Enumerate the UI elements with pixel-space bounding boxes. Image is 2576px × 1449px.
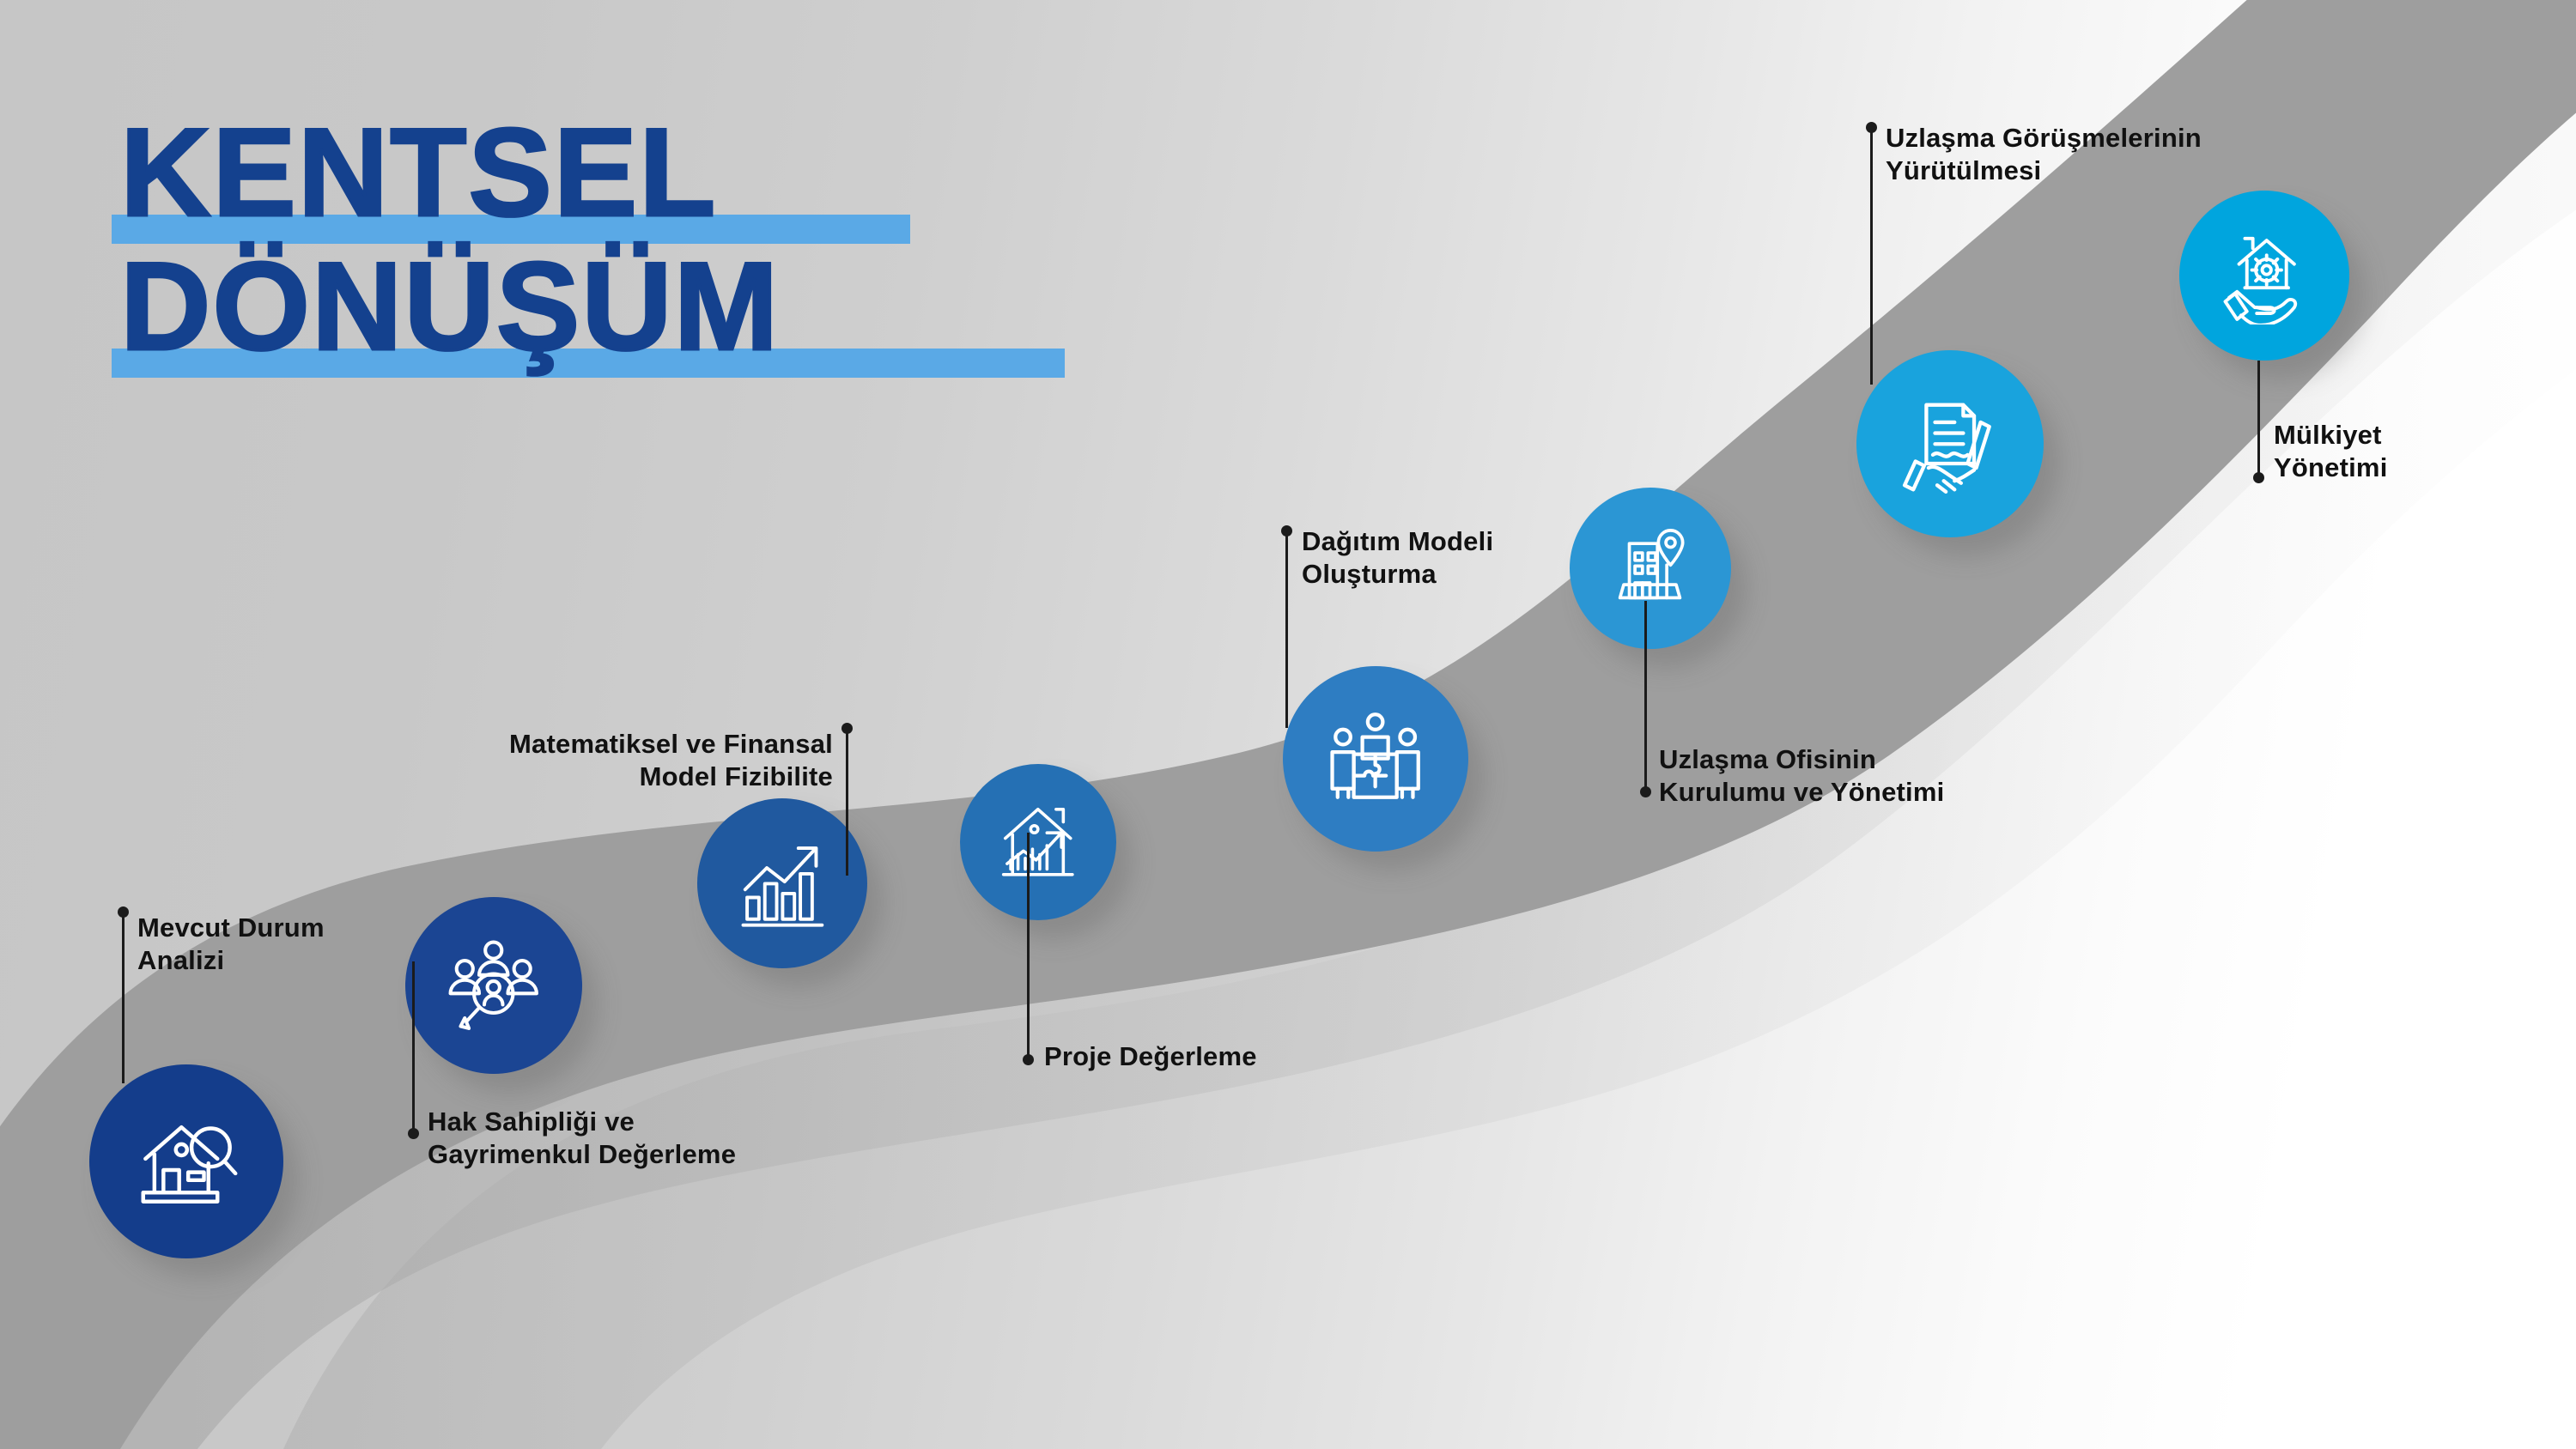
step-8-circle[interactable] xyxy=(2179,191,2349,361)
step-1-leader-line xyxy=(122,912,125,1083)
step-5-leader-line xyxy=(1285,530,1288,728)
ribbon-shadow-secondary xyxy=(283,52,2576,1449)
bar-chart-growth-icon xyxy=(741,846,823,927)
step-5-circle[interactable] xyxy=(1283,666,1468,852)
title-line-donusum: DÖNÜŞÜM xyxy=(112,242,1065,378)
step-7-label: Uzlaşma Görüşmelerinin Yürütülmesi xyxy=(1886,123,2202,185)
step-7-leader-dot xyxy=(1866,122,1877,133)
house-growth-chart-icon xyxy=(1002,808,1074,876)
step-3-circle[interactable] xyxy=(697,798,867,968)
step-3-leader-line xyxy=(846,728,848,876)
title-text-kentsel: KENTSEL xyxy=(118,102,718,242)
page-title: KENTSEL DÖNÜŞÜM xyxy=(112,108,1065,378)
title-underline-2 xyxy=(112,348,1065,378)
building-location-pin-icon xyxy=(1619,529,1686,600)
step-6-circle[interactable] xyxy=(1570,488,1731,649)
step-8-leader-line xyxy=(2257,361,2260,479)
step-7-circle[interactable] xyxy=(1856,350,2044,537)
step-5-label: Dağıtım Modeli Oluşturma xyxy=(1302,526,1494,589)
step-1-leader-dot xyxy=(118,906,129,918)
step-4-label: Proje Değerleme xyxy=(1044,1041,1257,1071)
step-1-circle[interactable] xyxy=(89,1064,283,1258)
title-line-kentsel: KENTSEL xyxy=(112,108,910,244)
title-underline-1 xyxy=(112,215,910,244)
team-puzzle-icon xyxy=(1330,712,1421,800)
people-magnifier-icon xyxy=(448,940,539,1031)
step-2-circle[interactable] xyxy=(405,897,582,1074)
handshake-contract-icon xyxy=(1902,403,1991,494)
step-4-leader-line xyxy=(1027,833,1030,1059)
step-2-leader-line xyxy=(412,961,415,1133)
step-7-leader-line xyxy=(1870,127,1873,385)
step-6-label: Uzlaşma Ofisinin Kurulumu ve Yönetimi xyxy=(1659,744,1945,807)
step-4-leader-dot xyxy=(1023,1054,1034,1065)
title-text-donusum: DÖNÜŞÜM xyxy=(118,235,781,376)
house-magnifier-icon xyxy=(141,1125,238,1204)
step-3-leader-dot xyxy=(841,723,853,734)
step-2-label: Hak Sahipliği ve Gayrimenkul Değerleme xyxy=(428,1106,737,1169)
step-8-label: Mülkiyet Yönetimi xyxy=(2274,420,2388,482)
step-6-leader-dot xyxy=(1640,786,1651,797)
step-3-label: Matematiksel ve Finansal Model Fizibilit… xyxy=(509,729,833,791)
step-6-leader-line xyxy=(1644,601,1647,791)
hand-house-gear-icon xyxy=(2223,236,2297,325)
step-5-leader-dot xyxy=(1281,525,1292,537)
step-4-circle[interactable] xyxy=(960,764,1116,920)
step-8-leader-dot xyxy=(2253,472,2264,483)
step-2-leader-dot xyxy=(408,1128,419,1139)
step-1-label: Mevcut Durum Analizi xyxy=(137,912,325,975)
